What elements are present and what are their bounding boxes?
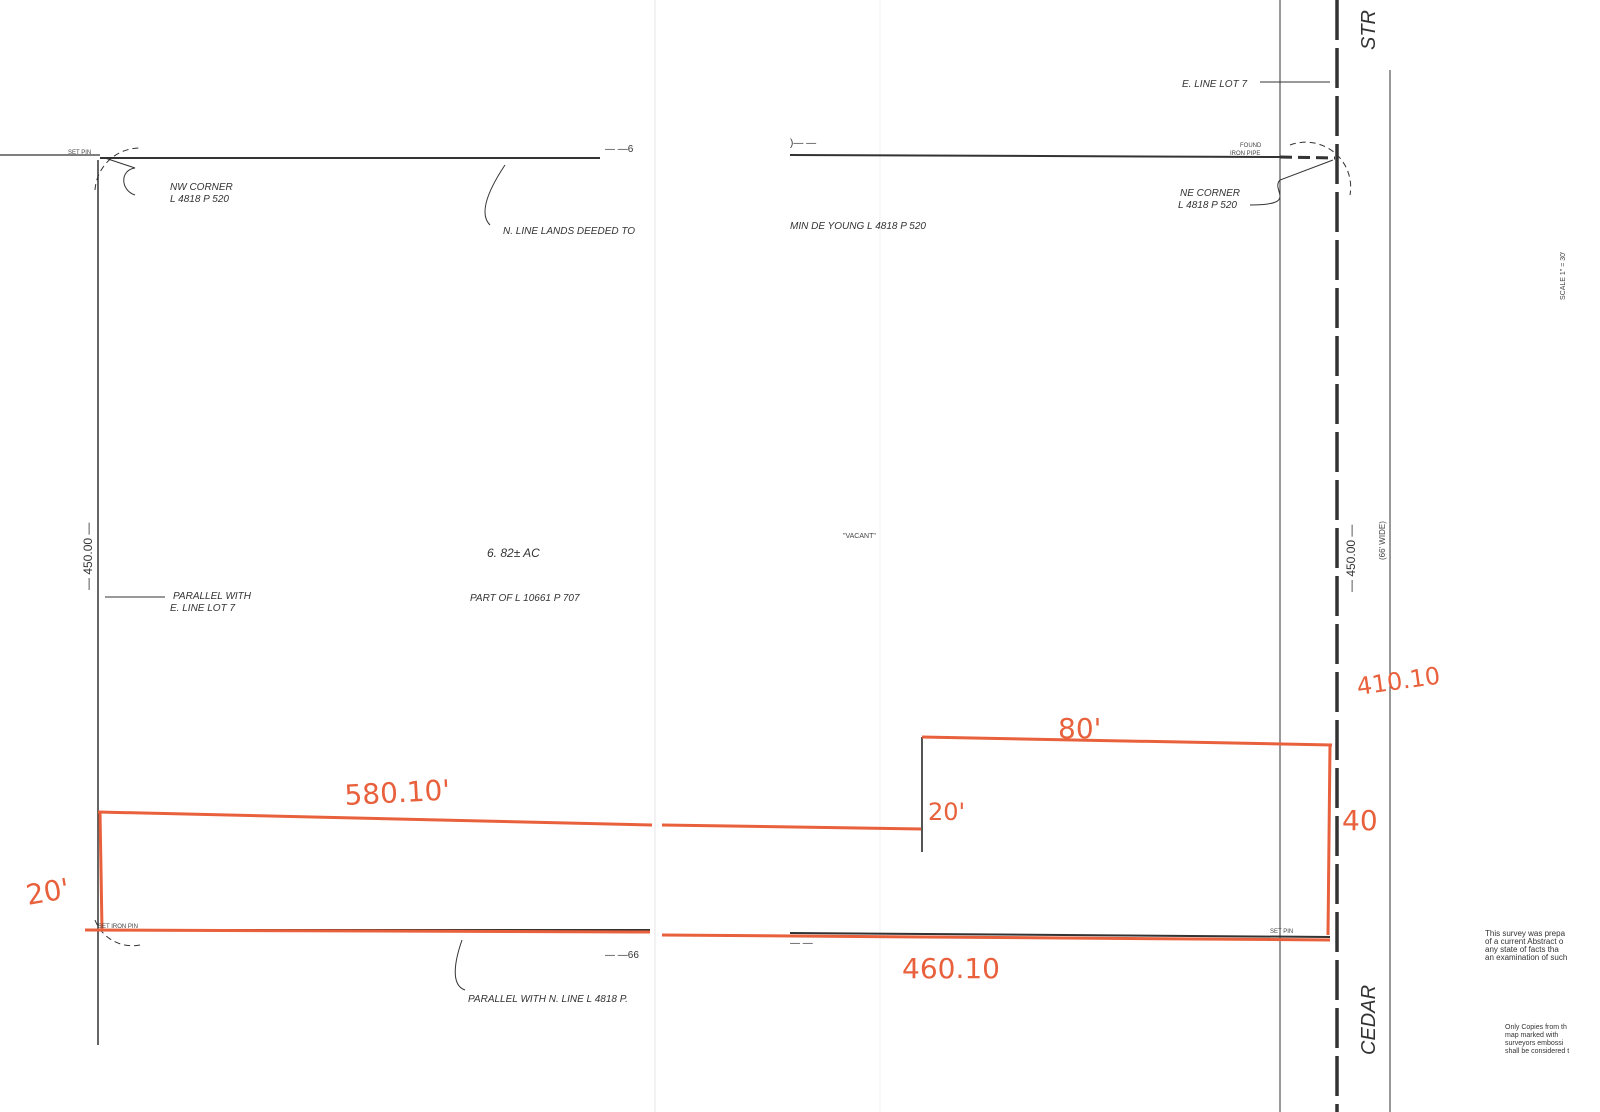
svg-text:Only Copies from th: Only Copies from th bbox=[1505, 1024, 1567, 1031]
svg-text:any state of facts tha: any state of facts tha bbox=[1485, 945, 1559, 954]
set-iron-pin-label: SET IRON PIN bbox=[98, 924, 138, 930]
dim-580: 580.10' bbox=[344, 774, 451, 812]
dim-460: 460.10 bbox=[902, 952, 1000, 985]
copies-note: Only Copies from th map marked with surv… bbox=[1505, 1024, 1569, 1055]
red-line-40 bbox=[1326, 744, 1332, 936]
red-line-580 bbox=[97, 810, 653, 827]
red-line-20-left bbox=[98, 811, 104, 931]
scale-label: SCALE 1" = 30' bbox=[1560, 252, 1567, 300]
svg-text:surveyors embossi: surveyors embossi bbox=[1505, 1040, 1564, 1047]
ne-corner-leader bbox=[1249, 159, 1334, 206]
street-name-bottom: CEDAR bbox=[1358, 985, 1380, 1055]
n-line-leader bbox=[484, 164, 506, 226]
found-iron-pipe-label: FOUND bbox=[1240, 143, 1262, 149]
dim-40: 40 bbox=[1342, 804, 1378, 837]
vacant-label: "VACANT" bbox=[843, 533, 876, 540]
street-name-top: STR bbox=[1358, 10, 1380, 50]
svg-text:— —66: — —66 bbox=[605, 950, 639, 961]
acreage-label: 6. 82± AC bbox=[487, 546, 540, 560]
dim-20-mid: 20' bbox=[928, 798, 965, 826]
svg-text:IRON PIPE: IRON PIPE bbox=[1230, 151, 1260, 157]
svg-text:L 4818 P 520: L 4818 P 520 bbox=[1178, 200, 1237, 211]
parallel-n-line-label: PARALLEL WITH N. LINE L 4818 P. bbox=[468, 994, 628, 1005]
ne-corner-label: NE CORNER bbox=[1180, 188, 1240, 199]
red-line-460-cont bbox=[661, 933, 1331, 942]
svg-text:— —: — — bbox=[790, 938, 813, 949]
svg-text:map marked with: map marked with bbox=[1505, 1032, 1558, 1039]
svg-text:L 4818 P 520: L 4818 P 520 bbox=[170, 194, 229, 205]
red-line-460 bbox=[84, 928, 651, 934]
survey-note: This survey was prepa of a current Abstr… bbox=[1485, 929, 1567, 962]
svg-text:an examination of such: an examination of such bbox=[1485, 953, 1567, 962]
dim-80: 80' bbox=[1058, 712, 1101, 745]
svg-text:)— —: )— — bbox=[790, 138, 816, 149]
set-pin-label: SET PIN bbox=[68, 150, 91, 156]
svg-text:— —6: — —6 bbox=[605, 144, 634, 155]
parallel-label: PARALLEL WITH bbox=[173, 591, 252, 602]
parallel-leader bbox=[454, 939, 466, 991]
street-width: (66' WIDE) bbox=[1378, 521, 1387, 560]
south-line-right bbox=[789, 932, 1331, 938]
red-line-80 bbox=[921, 735, 1333, 747]
n-line-label: N. LINE LANDS DEEDED TO bbox=[503, 226, 635, 237]
dim-410: 410.10 bbox=[1355, 662, 1442, 701]
north-line-dashed bbox=[1279, 155, 1336, 160]
svg-text:This survey was prepa: This survey was prepa bbox=[1485, 929, 1566, 938]
svg-text:E. LINE LOT 7: E. LINE LOT 7 bbox=[170, 603, 235, 614]
west-dimension: — 450.00 — bbox=[81, 523, 95, 590]
set-pin-label: SET PIN bbox=[1270, 929, 1293, 935]
svg-text:of a current Abstract o: of a current Abstract o bbox=[1485, 937, 1564, 946]
nw-corner-leader bbox=[104, 157, 136, 196]
svg-text:shall be considered t: shall be considered t bbox=[1505, 1048, 1569, 1055]
dim-20-left: 20' bbox=[23, 872, 71, 912]
nw-corner-label: NW CORNER bbox=[170, 182, 233, 193]
hand-markup bbox=[84, 735, 1333, 942]
red-line-580-cont bbox=[661, 823, 923, 831]
e-line-lot7-label: E. LINE LOT 7 bbox=[1182, 79, 1247, 90]
n-line-label-cont: MIN DE YOUNG L 4818 P 520 bbox=[790, 221, 926, 232]
part-of-label: PART OF L 10661 P 707 bbox=[470, 593, 580, 604]
property-boundaries bbox=[0, 0, 1391, 1112]
north-line-right bbox=[789, 154, 1281, 158]
east-dimension: — 450.00 — bbox=[1344, 525, 1358, 592]
